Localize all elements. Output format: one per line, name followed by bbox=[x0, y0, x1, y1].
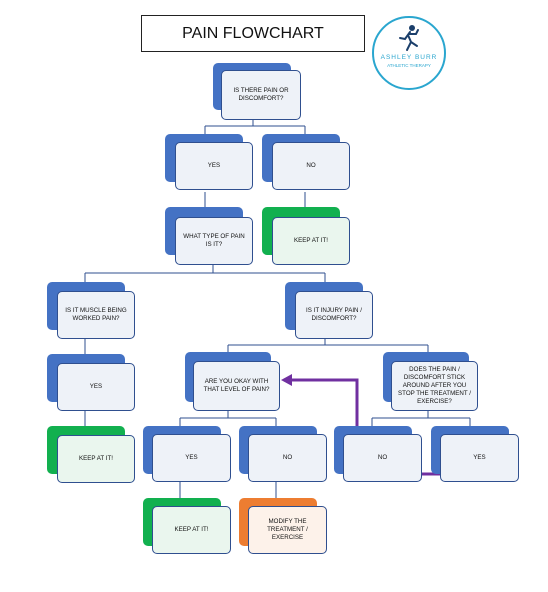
node-text: NO bbox=[343, 434, 422, 482]
node-text: KEEP AT IT! bbox=[57, 435, 135, 483]
node-text: IS IT INJURY PAIN / DISCOMFORT? bbox=[295, 291, 373, 339]
runner-icon bbox=[399, 25, 419, 51]
node-text: YES bbox=[152, 434, 231, 482]
node-text: KEEP AT IT! bbox=[152, 506, 231, 554]
logo-line-1: ASHLEY BURR bbox=[380, 54, 438, 61]
node-text: MODIFY THE TREATMENT / EXERCISE bbox=[248, 506, 327, 554]
node-text: YES bbox=[57, 363, 135, 411]
page-title-text: PAIN FLOWCHART bbox=[182, 24, 324, 42]
ashley-burr-logo: ASHLEY BURR ATHLETIC THERAPY bbox=[372, 16, 446, 90]
node-text: KEEP AT IT! bbox=[272, 217, 350, 265]
logo-line-2: ATHLETIC THERAPY bbox=[387, 63, 431, 68]
node-text: YES bbox=[440, 434, 519, 482]
node-text: IS THERE PAIN OR DISCOMFORT? bbox=[221, 70, 301, 120]
node-text: NO bbox=[272, 142, 350, 190]
page-title: PAIN FLOWCHART bbox=[141, 15, 365, 52]
node-text: YES bbox=[175, 142, 253, 190]
node-text: ARE YOU OKAY WITH THAT LEVEL OF PAIN? bbox=[193, 361, 280, 411]
node-text: WHAT TYPE OF PAIN IS IT? bbox=[175, 217, 253, 265]
node-text: IS IT MUSCLE BEING WORKED PAIN? bbox=[57, 291, 135, 339]
node-text: NO bbox=[248, 434, 327, 482]
node-text: DOES THE PAIN / DISCOMFORT STICK AROUND … bbox=[391, 361, 478, 411]
